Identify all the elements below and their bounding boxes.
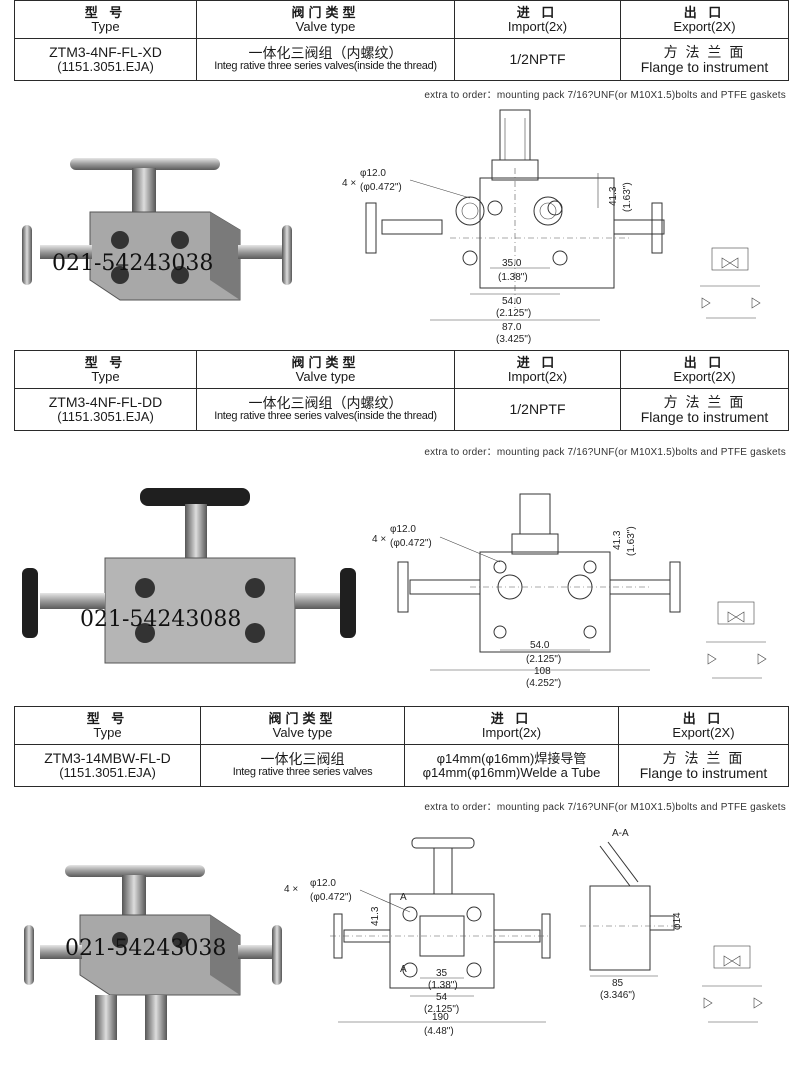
side-height-dim: φ14 bbox=[672, 912, 683, 930]
phone-watermark: 021-54243038 bbox=[65, 936, 226, 961]
width-dim-3: 87.0 bbox=[502, 322, 522, 333]
width-dim-2-inch: (2.125") bbox=[526, 654, 561, 665]
valve-type-cell: 一体化三阀组（内螺纹）Integ rative three series val… bbox=[196, 38, 455, 81]
schematic-icon bbox=[706, 601, 767, 679]
width-dim-3-inch: (4.252") bbox=[526, 678, 561, 689]
width-dim-3: 108 bbox=[534, 666, 551, 677]
hole-diameter: φ12.0 bbox=[360, 168, 386, 179]
height-dim: 41.3 bbox=[608, 186, 619, 206]
section-mark-top: A bbox=[400, 892, 407, 903]
side-width-dim-inch: (3.346") bbox=[600, 990, 635, 1001]
hole-diameter-inch: (φ0.472") bbox=[310, 892, 352, 903]
phone-watermark: 021-54243088 bbox=[80, 607, 241, 632]
model-cell: ZTM3-4NF-FL-DD(1151.3051.EJA) bbox=[14, 388, 197, 431]
hole-diameter: φ12.0 bbox=[310, 878, 336, 889]
width-dim-3-inch: (4.48") bbox=[424, 1026, 454, 1037]
valve-photo-1: 021-54243038 bbox=[22, 158, 292, 301]
width-dim-2: 54.0 bbox=[502, 296, 522, 307]
height-dim: 41.3 bbox=[370, 906, 381, 926]
table-row: ZTM3-4NF-FL-XD(1151.3051.EJA) 一体化三阀组（内螺纹… bbox=[14, 38, 789, 81]
dimension-drawing-3: 4 × φ12.0 (φ0.472") A A 41.3 35 (1.38") … bbox=[284, 837, 551, 1037]
schematic-icon bbox=[700, 247, 761, 319]
height-dim-inch: (1.63") bbox=[622, 182, 633, 212]
dimension-drawing-2: 4 × φ12.0 (φ0.472") 41.3 (1.63") 54.0 (2… bbox=[372, 493, 767, 689]
width-dim-1: 35.0 bbox=[502, 258, 522, 269]
section-label: A-A bbox=[612, 828, 629, 839]
height-dim-inch: (1.63") bbox=[626, 526, 637, 556]
width-dim-1: 35 bbox=[436, 968, 448, 979]
hole-diameter-inch: (φ0.472") bbox=[390, 538, 432, 549]
section-mark-bottom: A bbox=[400, 964, 407, 975]
phone-watermark: 021-54243038 bbox=[52, 251, 213, 276]
hole-diameter: φ12.0 bbox=[390, 524, 416, 535]
hole-diameter-inch: (φ0.472") bbox=[360, 182, 402, 193]
section-drawing-3: A-A φ14 85 (3.346") bbox=[580, 828, 763, 1023]
model-cell: ZTM3-4NF-FL-XD(1151.3051.EJA) bbox=[14, 38, 197, 81]
table-row: ZTM3-4NF-FL-DD(1151.3051.EJA) 一体化三阀组（内螺纹… bbox=[14, 388, 789, 431]
hole-count: 4 × bbox=[342, 178, 356, 189]
width-dim-2-inch: (2.125") bbox=[496, 308, 531, 319]
valve-photo-3: 021-54243038 bbox=[24, 865, 282, 1040]
model-cell: ZTM3-14MBW-FL-D(1151.3051.EJA) bbox=[14, 744, 201, 787]
side-width-dim: 85 bbox=[612, 978, 624, 989]
height-dim: 41.3 bbox=[612, 530, 623, 550]
import-cell: 1/2NPTF bbox=[454, 388, 621, 431]
width-dim-3: 190 bbox=[432, 1012, 449, 1023]
width-dim-2: 54.0 bbox=[530, 640, 550, 651]
schematic-icon bbox=[702, 945, 763, 1023]
extra-note-2: extra to order：mounting pack 7/16?UNF(or… bbox=[424, 447, 786, 458]
extra-note-1: extra to order：mounting pack 7/16?UNF(or… bbox=[424, 90, 786, 101]
hole-count: 4 × bbox=[372, 534, 386, 545]
dimension-drawing-1: 4 × φ12.0 (φ0.472") 41.3 (1.63") 35.0 (1… bbox=[342, 109, 761, 345]
width-dim-1-inch: (1.38") bbox=[428, 980, 458, 991]
hole-count: 4 × bbox=[284, 884, 298, 895]
valve-photo-2: 021-54243088 bbox=[22, 488, 356, 664]
extra-note-3: extra to order：mounting pack 7/16?UNF(or… bbox=[424, 802, 786, 813]
import-cell: 1/2NPTF bbox=[454, 38, 621, 81]
width-dim-2: 54 bbox=[436, 992, 448, 1003]
width-dim-1-inch: (1.38") bbox=[498, 272, 528, 283]
width-dim-2-inch: (2.125") bbox=[424, 1004, 459, 1015]
valve-type-cell: 一体化三阀组（内螺纹）Integ rative three series val… bbox=[196, 388, 455, 431]
width-dim-3-inch: (3.425") bbox=[496, 334, 531, 345]
